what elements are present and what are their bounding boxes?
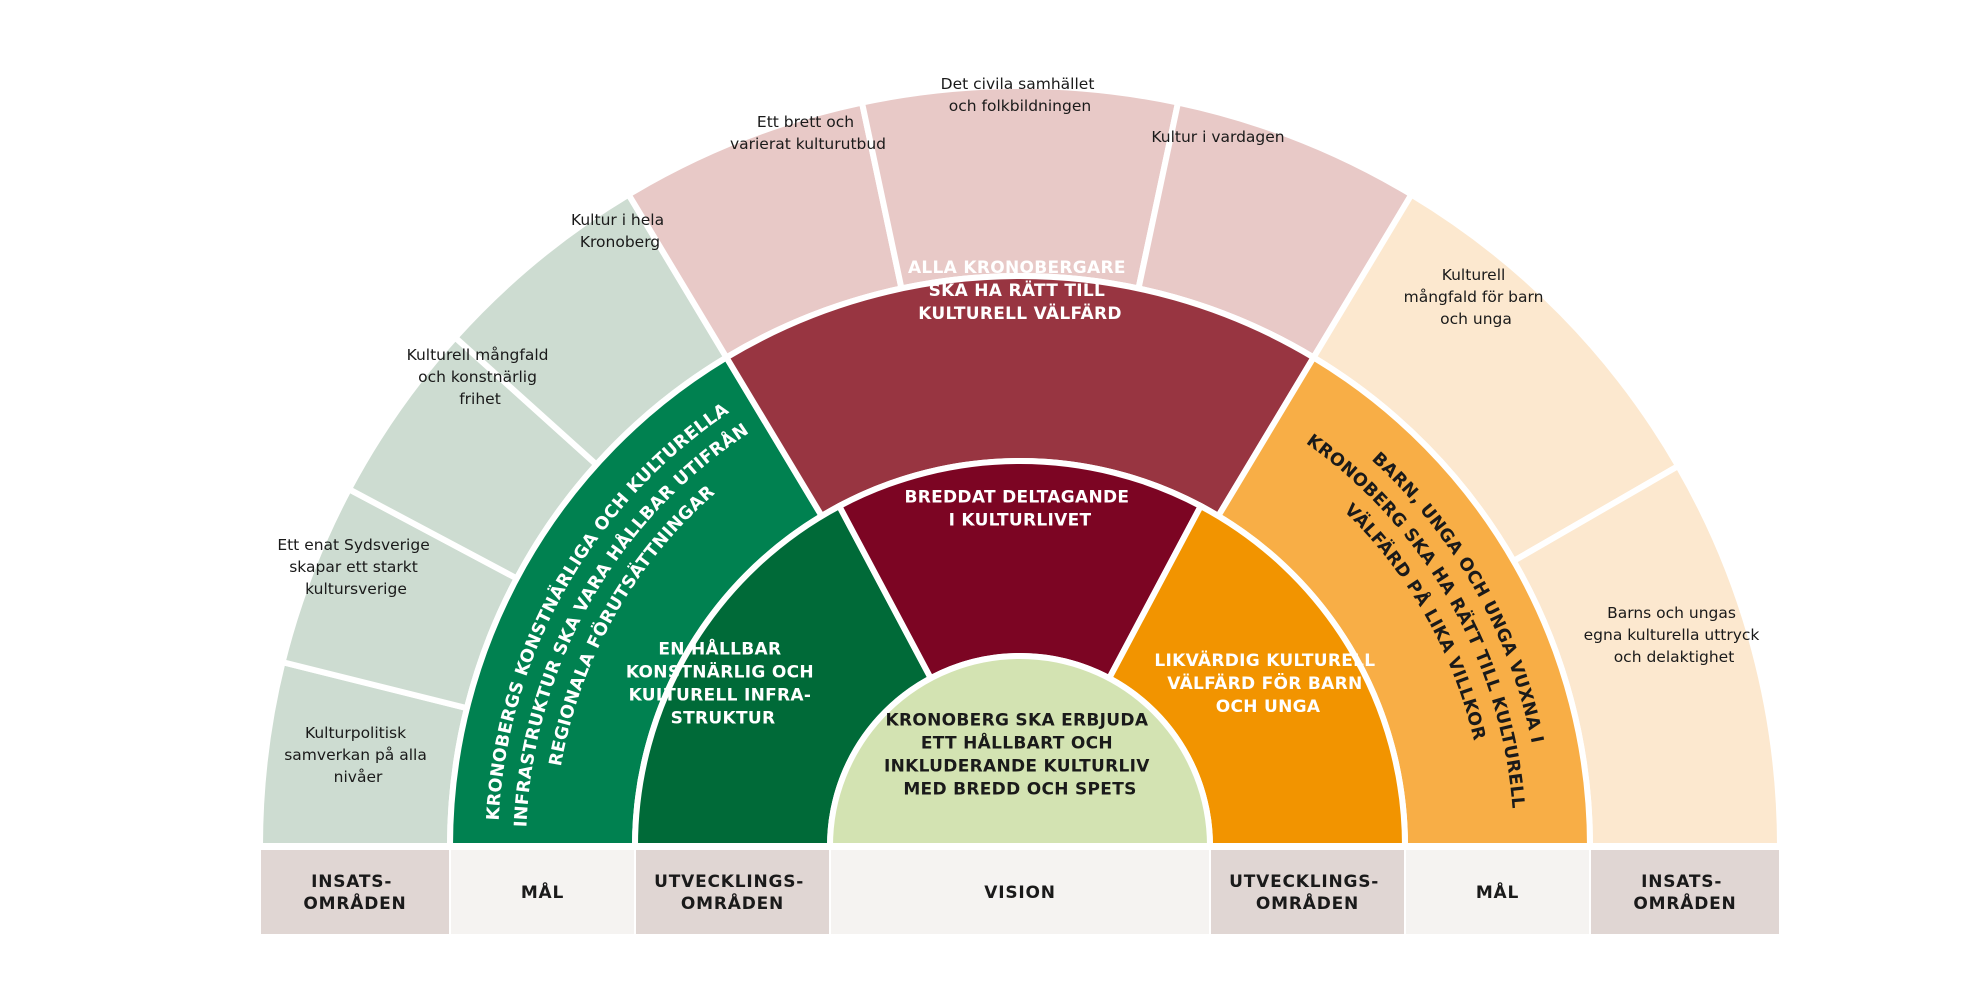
bar-label-vision: VISION (984, 883, 1056, 903)
bar-cell-vision (831, 850, 1209, 934)
effort-label-kulturell-mangfald-barn: Kulturell mångfald för barn och unga (1404, 266, 1549, 328)
effort-label-brett-kulturutbud: Ett brett och varierat kulturutbud (730, 113, 886, 153)
effort-label-kultur-i-vardagen: Kultur i vardagen (1151, 128, 1284, 146)
vision-label: KRONOBERG SKA ERBJUDA ETT HÅLLBART OCH I… (884, 711, 1156, 800)
goal-label-middle: ALLA KRONOBERGARE SKA HA RÄTT TILL KULTU… (908, 258, 1132, 324)
bar-label-mal-left: MÅL (521, 880, 564, 903)
effort-label-kulturpolitisk-samverkan: Kulturpolitisk samverkan på alla nivåer (284, 724, 432, 786)
bar-cell-utvecklingsomraden-right (1211, 850, 1404, 934)
effort-label-enat-sydsverige: Ett enat Sydsverige skapar ett starkt ku… (277, 536, 434, 598)
bar-label-utvecklingsomraden-right: UTVECKLINGS- OMRÅDEN (1229, 872, 1386, 914)
bar-cell-mal-left (451, 850, 634, 934)
development-label-middle: BREDDAT DELTAGANDE I KULTURLIVET (904, 488, 1135, 531)
development-label-left: EN HÅLLBAR KONSTNÄRLIG OCH KULTURELL INF… (626, 637, 820, 729)
bar-cell-utvecklingsomraden-left (636, 850, 829, 934)
efforts-ring (256, 83, 1784, 849)
vision-semicircle (826, 653, 1214, 849)
bar-label-insatsomraden-right: INSATS- OMRÅDEN (1633, 872, 1736, 914)
effort-label-kulturell-mangfald-frihet: Kulturell mångfald och konstnärlig frihe… (407, 346, 554, 408)
goals-ring (446, 272, 1594, 849)
bar-label-insatsomraden-left: INSATS- OMRÅDEN (303, 872, 406, 914)
development-label-right: LIKVÄRDIG KULTURELL VÄLFÄRD FÖR BARN OCH… (1154, 649, 1381, 717)
bar-cell-mal-right (1406, 850, 1589, 934)
bottom-bar (261, 850, 1779, 934)
bar-cell-insatsomraden-left (261, 850, 449, 934)
bar-label-utvecklingsomraden-left: UTVECKLINGS- OMRÅDEN (654, 872, 811, 914)
effort-label-barns-egna-uttryck: Barns och ungas egna kulturella uttryck … (1584, 604, 1765, 666)
effort-label-civila-samhallet: Det civila samhället och folkbildningen (941, 75, 1100, 115)
bar-cell-insatsomraden-right (1591, 850, 1779, 934)
effort-label-kultur-i-hela-kronoberg: Kultur i hela Kronoberg (571, 211, 669, 251)
bar-label-mal-right: MÅL (1476, 880, 1519, 903)
